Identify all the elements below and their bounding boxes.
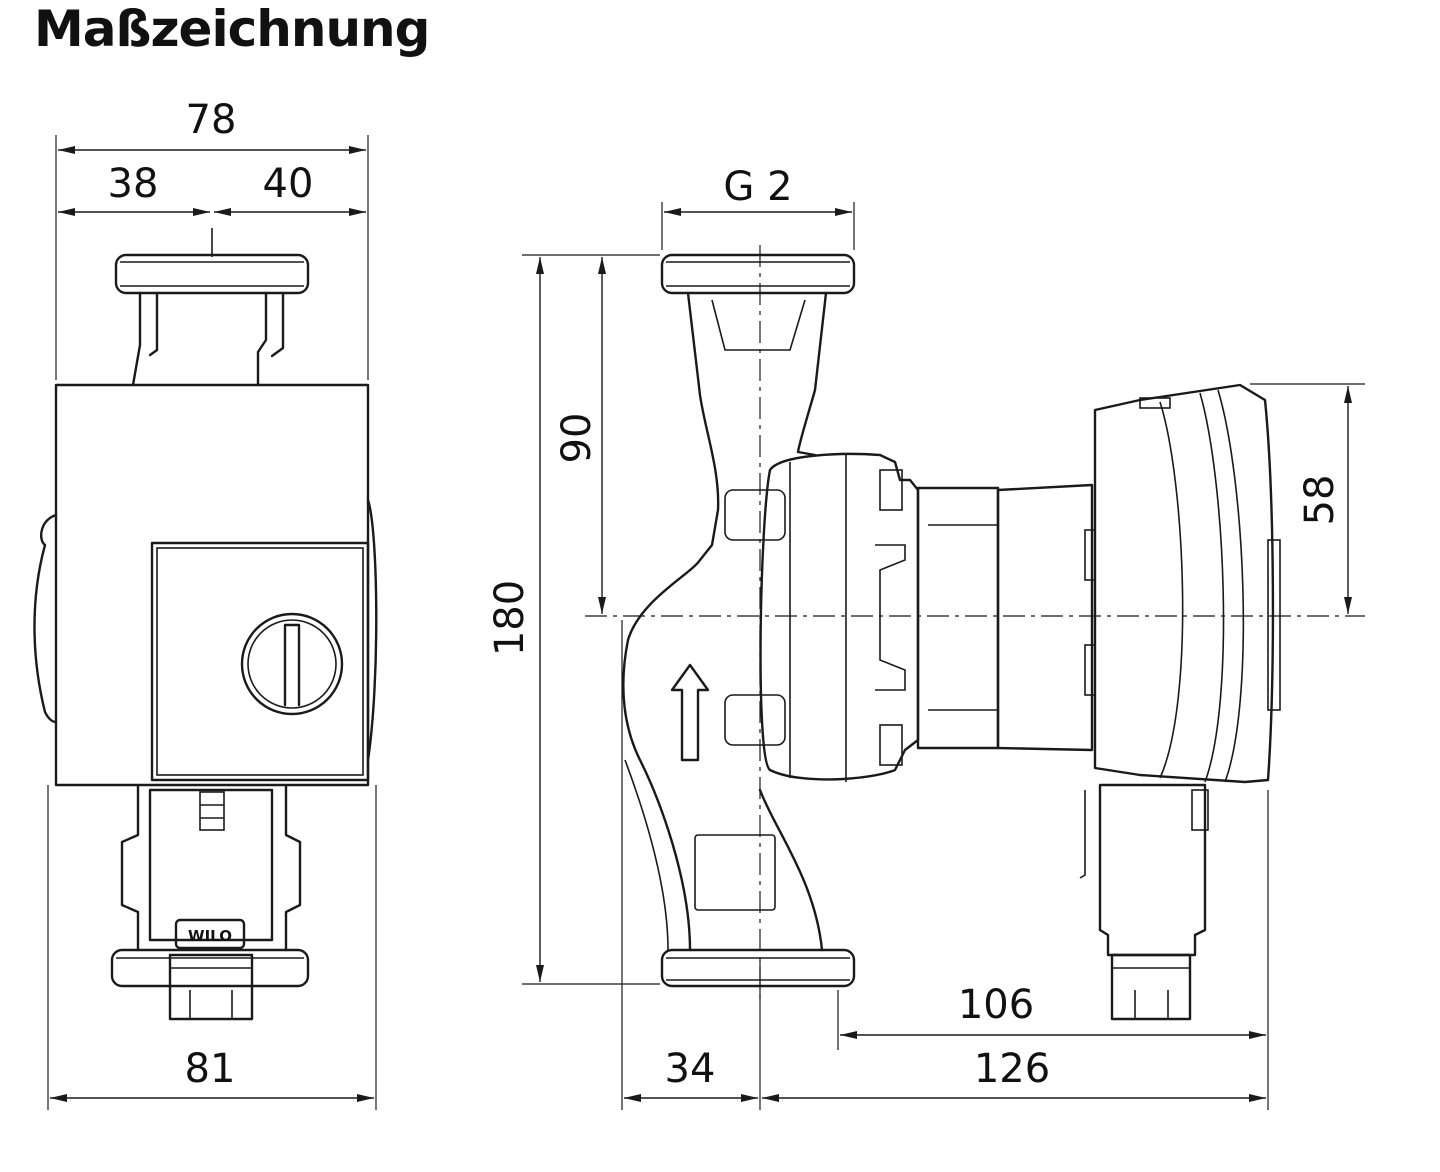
- side-top-flange: [660, 253, 856, 295]
- dim-40: 40: [263, 161, 314, 207]
- dim-180: 180: [487, 580, 533, 656]
- motor-can: [916, 486, 1000, 750]
- dim-126: 126: [974, 1046, 1050, 1092]
- electronics-head: [1093, 383, 1275, 784]
- dim-g2: G 2: [723, 164, 792, 210]
- control-knob-icon: [240, 612, 344, 716]
- front-view: WILO 78 38 40 81: [33, 97, 378, 1110]
- dim-81: 81: [185, 1046, 236, 1092]
- side-cable-gland: [1110, 953, 1192, 1021]
- flow-direction-arrow-icon: [670, 663, 710, 762]
- pump-head: [759, 452, 920, 781]
- front-terminal-box: [148, 788, 274, 942]
- front-bottom-flange: [110, 948, 310, 988]
- front-cable-gland: [168, 953, 254, 1021]
- front-motor-body: [54, 383, 370, 787]
- side-terminal-box: [1098, 783, 1207, 957]
- dim-38: 38: [108, 161, 159, 207]
- motor-stator: [996, 483, 1094, 752]
- pump-housing-left-edge: [622, 291, 720, 952]
- side-view: G 2 180 90 58 34 126 106: [487, 164, 1365, 1110]
- dim-106: 106: [958, 982, 1034, 1028]
- pump-housing-right-edge: [796, 291, 828, 457]
- front-top-flange: [114, 253, 310, 295]
- dim-90: 90: [554, 413, 600, 464]
- dim-58: 58: [1297, 475, 1343, 526]
- dim-78: 78: [186, 97, 237, 143]
- wilo-logo-text: WILO: [188, 927, 232, 945]
- side-bottom-flange: [660, 948, 856, 988]
- front-control-box: [150, 541, 370, 782]
- wilo-logo: [174, 918, 246, 950]
- page-title: Maßzeichnung: [34, 0, 430, 58]
- dim-34: 34: [665, 1046, 716, 1092]
